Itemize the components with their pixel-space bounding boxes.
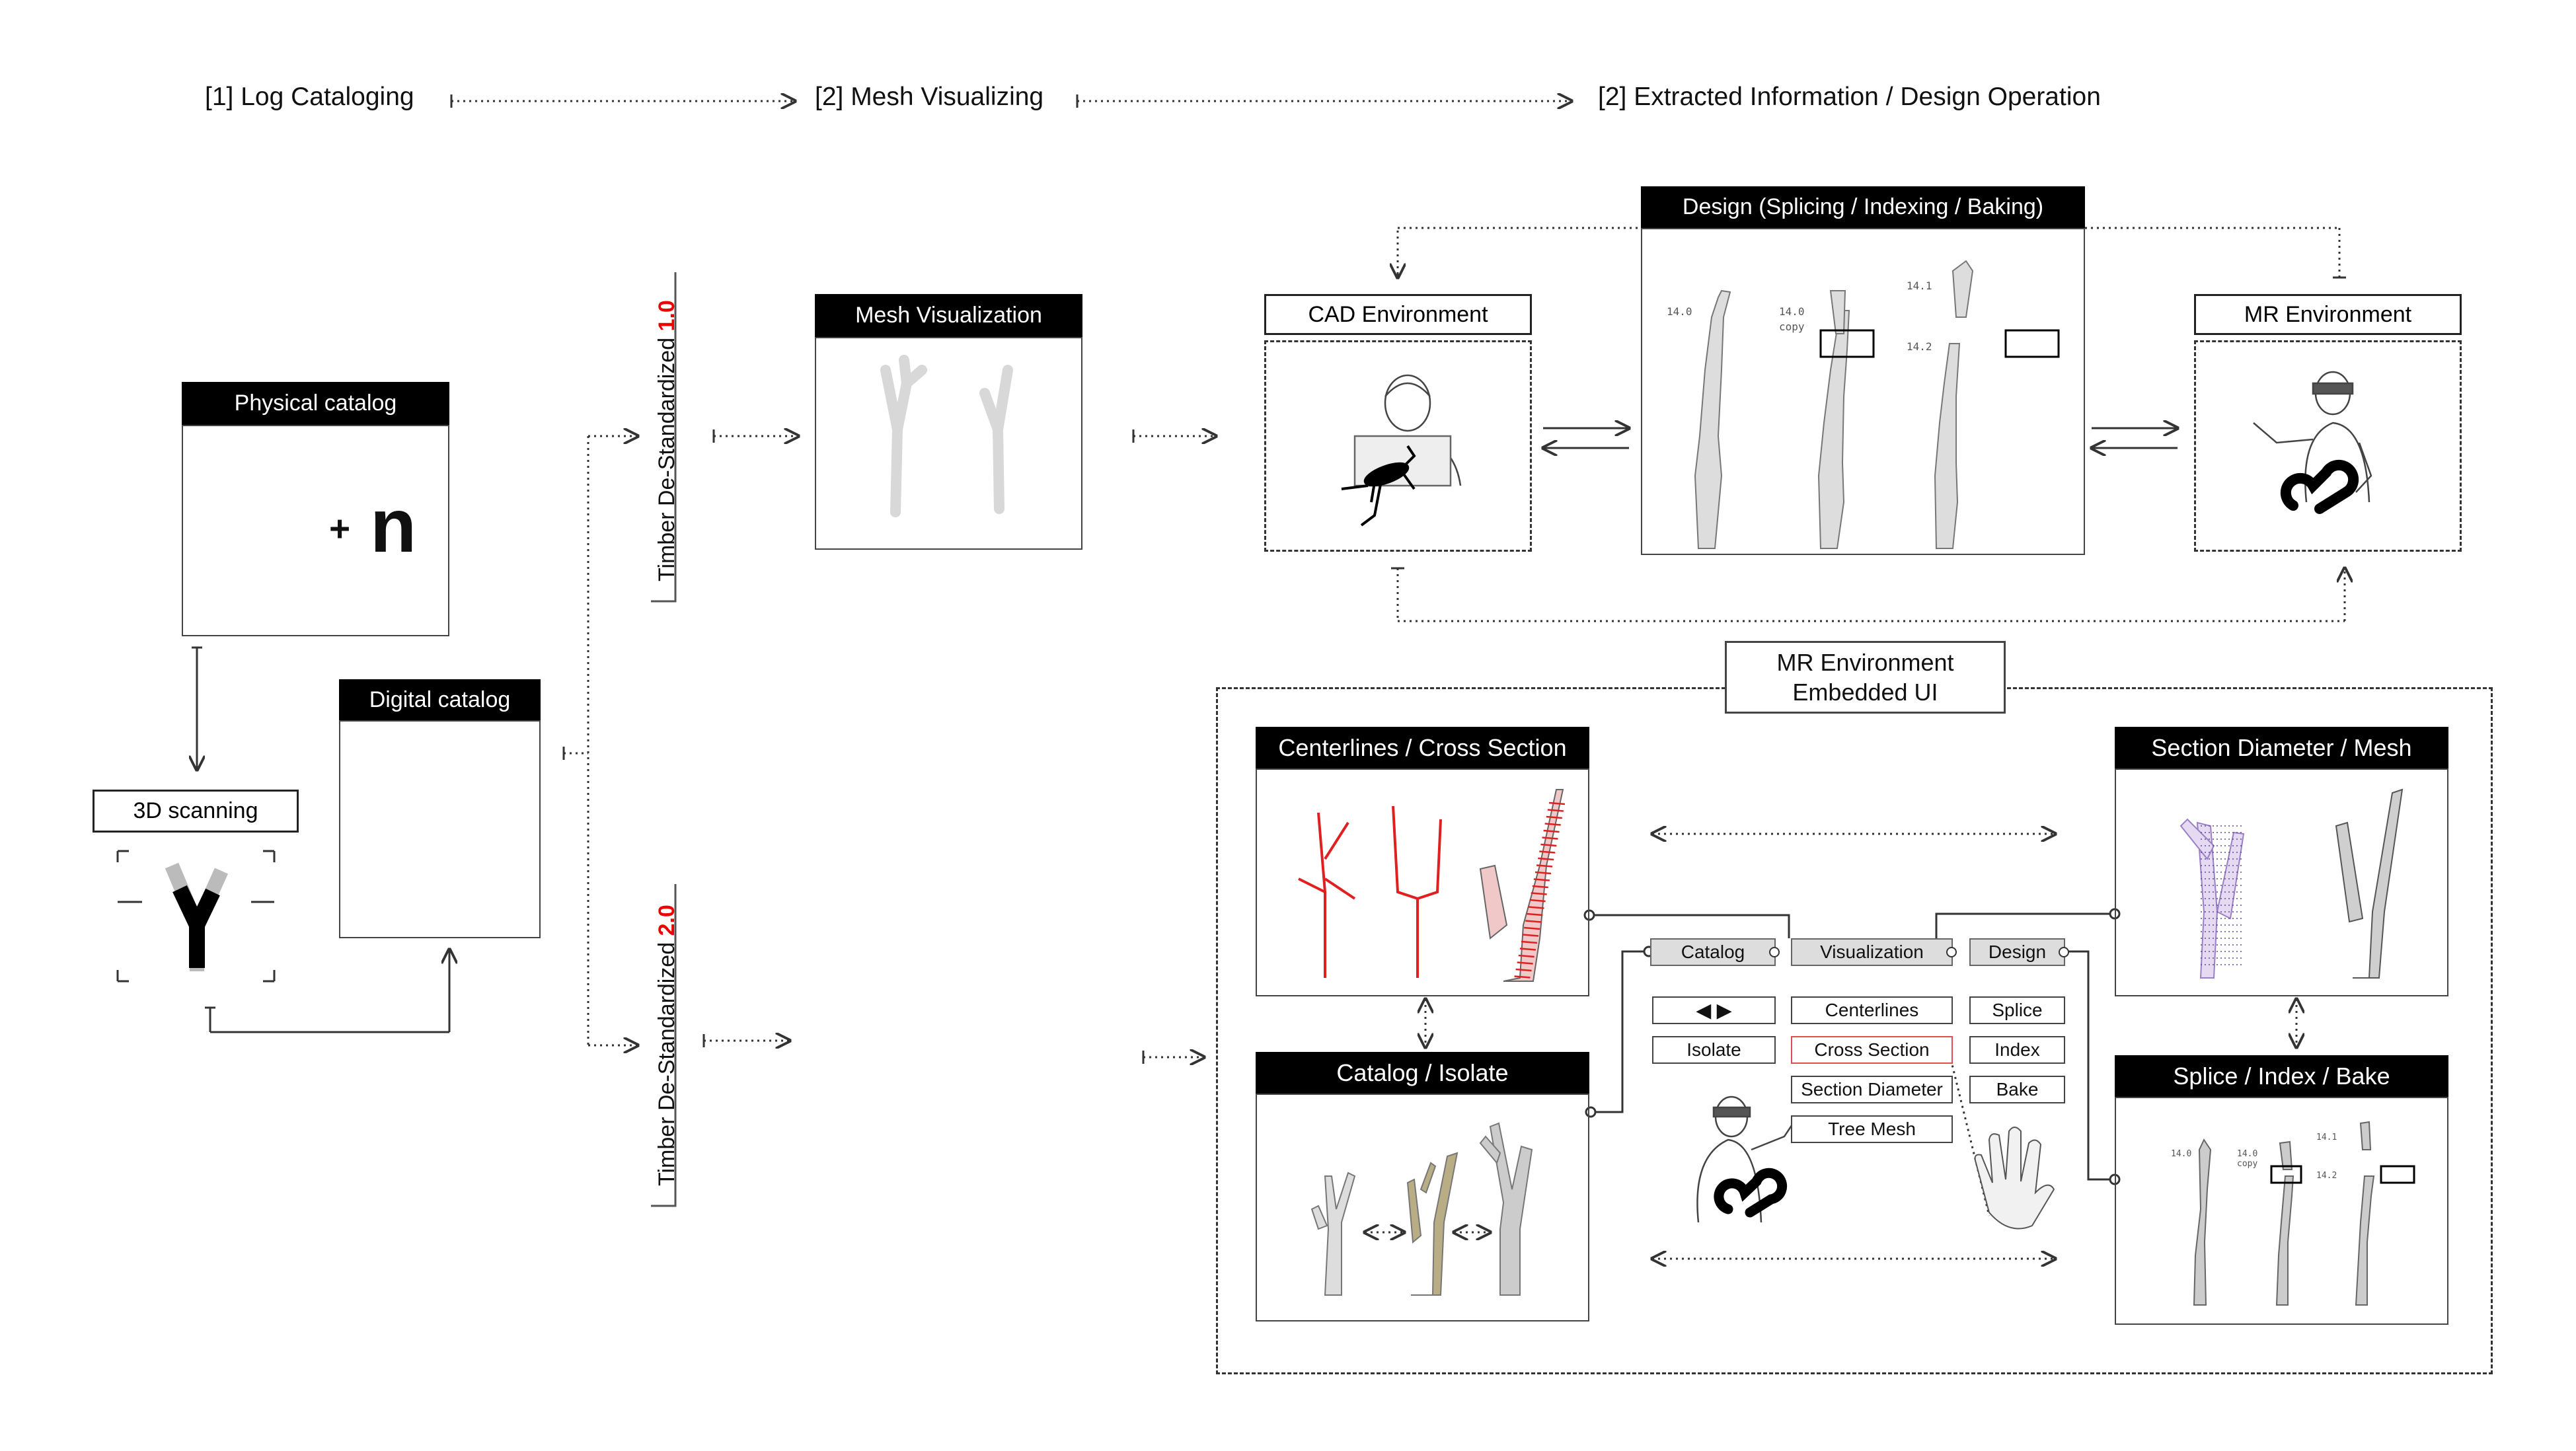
cross-section-tree xyxy=(1479,789,1566,982)
catalog-nav-arrows-button[interactable]: ◀ ▶ xyxy=(1652,996,1776,1024)
scan-frame-illustration xyxy=(116,850,276,983)
physical-catalog-header: Physical catalog xyxy=(182,382,449,425)
design-frames xyxy=(1819,329,2060,358)
cross-section-stripe xyxy=(1517,961,1533,965)
mr-ui-title-line2: Embedded UI xyxy=(1792,679,1938,706)
timber-v1-number: 1.0 xyxy=(654,300,679,332)
catalog-isolate-panel xyxy=(1256,1094,1589,1321)
cross-section-stripe xyxy=(1544,823,1561,826)
mesh-tree-wireframe xyxy=(2335,788,2404,979)
tree-mesh-button[interactable]: Tree Mesh xyxy=(1791,1115,1953,1143)
cross-section-stripe xyxy=(1524,926,1540,930)
cross-section-stripe xyxy=(1522,934,1539,937)
stage-3-title: [2] Extracted Information / Design Opera… xyxy=(1598,83,2101,111)
grasshopper-icon xyxy=(1341,445,1416,527)
cross-section-stripe xyxy=(1528,906,1544,909)
cross-section-stripe xyxy=(1539,850,1556,854)
timber-v2-text: Timber De-Standardized xyxy=(654,936,679,1186)
centerlines-cross-header: Centerlines / Cross Section xyxy=(1256,727,1589,768)
design-panel xyxy=(1641,228,2085,555)
cross-section-stripe xyxy=(1534,871,1552,875)
cross-section-stripe xyxy=(1538,857,1554,861)
cross-section-stripe xyxy=(1515,968,1532,972)
timber-v1-text: Timber De-Standardized xyxy=(654,331,679,581)
cross-section-stripe xyxy=(1527,912,1543,916)
digital-catalog-header: Digital catalog xyxy=(339,679,541,720)
section-diameter-panel xyxy=(2115,768,2448,996)
cross-section-stripe xyxy=(1531,892,1547,895)
cross-section-stripe xyxy=(1532,885,1548,889)
bake-button[interactable]: Bake xyxy=(1969,1076,2065,1103)
tab-visualization[interactable]: Visualization xyxy=(1791,938,1957,966)
n-symbol: n xyxy=(370,484,417,568)
hand-mesh-icon xyxy=(1974,1127,2055,1230)
mr-logo-icon xyxy=(2280,459,2359,514)
mr-ui-logo-icon xyxy=(1714,1168,1788,1218)
section-diameter-button[interactable]: Section Diameter xyxy=(1791,1076,1953,1103)
mr-user-illustration xyxy=(2253,371,2372,503)
physical-catalog-panel xyxy=(182,425,449,636)
splice-index-bake-panel xyxy=(2115,1097,2448,1325)
cross-section-stripe xyxy=(1525,920,1542,923)
mr-environment-header: MR Environment xyxy=(2194,294,2462,335)
stage-1-title: [1] Log Cataloging xyxy=(205,83,414,111)
scanned-log-illustration xyxy=(165,862,229,971)
cad-environment-panel xyxy=(1264,340,1532,552)
timber-v1-label: Timber De-Standardized 1.0 xyxy=(654,300,680,581)
splice-index-bake-header: Splice / Index / Bake xyxy=(2115,1055,2448,1097)
cross-section-stripe xyxy=(1548,801,1566,805)
centerlines-illustration xyxy=(1298,805,1442,978)
stage-2-title: [2] Mesh Visualizing xyxy=(815,83,1044,111)
index-button[interactable]: Index xyxy=(1969,1036,2065,1064)
section-diameter-tree xyxy=(2179,818,2245,979)
tab-catalog[interactable]: Catalog xyxy=(1650,938,1780,966)
splice-button[interactable]: Splice xyxy=(1969,996,2065,1024)
timber-v2-number: 2.0 xyxy=(654,905,679,936)
cross-section-stripe xyxy=(1543,829,1560,833)
cross-section-stripe xyxy=(1540,843,1557,847)
cross-section-stripe xyxy=(1519,948,1536,951)
centerlines-button[interactable]: Centerlines xyxy=(1791,996,1953,1024)
mr-embedded-ui-title: MR Environment Embedded UI xyxy=(1725,641,2006,714)
cross-section-stripe xyxy=(1533,878,1550,881)
isolate-button[interactable]: Isolate xyxy=(1652,1036,1776,1064)
cross-section-stripe xyxy=(1529,899,1546,903)
design-trees-illustration xyxy=(1694,260,1974,549)
timber-v2-label: Timber De-Standardized 2.0 xyxy=(654,905,680,1186)
mr-environment-panel xyxy=(2194,340,2462,552)
catalog-isolate-header: Catalog / Isolate xyxy=(1256,1052,1589,1094)
cross-section-stripe xyxy=(1546,815,1562,819)
mesh-visualization-header: Mesh Visualization xyxy=(815,294,1082,337)
tab-design[interactable]: Design xyxy=(1969,938,2069,966)
3d-scanning-label: 3D scanning xyxy=(93,790,299,833)
section-diameter-header: Section Diameter / Mesh xyxy=(2115,727,2448,768)
cad-environment-header: CAD Environment xyxy=(1264,294,1532,335)
digital-catalog-panel xyxy=(339,720,541,938)
cross-section-stripe xyxy=(1521,940,1538,944)
cross-section-stripe xyxy=(1514,975,1531,979)
cross-section-stripe xyxy=(1536,864,1553,868)
plus-sign: + xyxy=(329,508,351,549)
cross-section-button[interactable]: Cross Section xyxy=(1791,1036,1953,1064)
mr-ui-title-line1: MR Environment xyxy=(1776,649,1954,676)
mesh-visualization-panel xyxy=(815,337,1082,550)
cross-section-stripe xyxy=(1542,837,1558,840)
sib-frames xyxy=(2270,1165,2415,1184)
mesh-trees-illustration xyxy=(880,355,1013,517)
catalog-isolate-trees xyxy=(1310,1122,1533,1296)
centerlines-panel xyxy=(1256,768,1589,996)
cross-section-stripe xyxy=(1547,809,1564,812)
design-header: Design (Splicing / Indexing / Baking) xyxy=(1641,186,2085,228)
sib-trees xyxy=(2193,1121,2375,1306)
cross-section-stripe xyxy=(1518,954,1534,958)
